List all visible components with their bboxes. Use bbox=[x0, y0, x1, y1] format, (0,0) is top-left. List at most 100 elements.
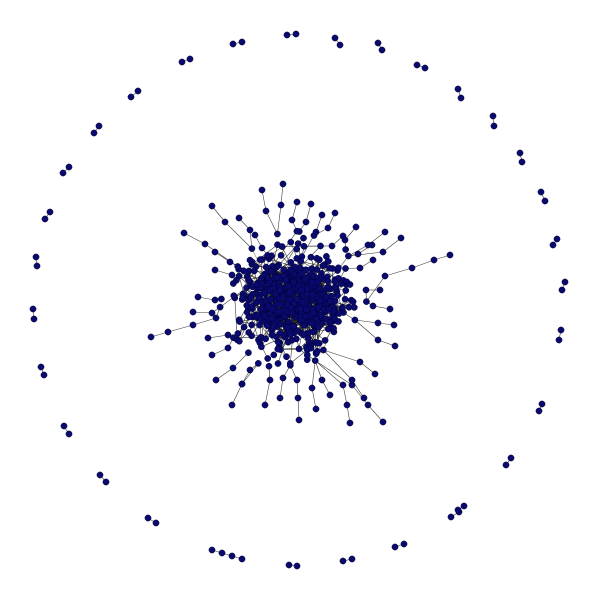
cluster-node bbox=[270, 322, 277, 330]
cluster-node bbox=[279, 272, 287, 279]
isolated-node bbox=[489, 112, 497, 120]
pendant-node bbox=[302, 218, 310, 226]
pendant-node bbox=[386, 305, 394, 313]
cluster-node bbox=[264, 252, 271, 259]
cluster-node bbox=[320, 346, 327, 354]
cluster-node bbox=[350, 304, 358, 311]
cluster-node bbox=[284, 324, 292, 331]
cluster-node bbox=[349, 298, 357, 306]
pendant-node bbox=[189, 308, 197, 316]
pendant-node bbox=[229, 364, 237, 372]
pendant-node bbox=[339, 381, 347, 389]
pendant-node bbox=[224, 344, 232, 352]
cluster-node bbox=[307, 344, 315, 352]
pendant-node bbox=[246, 226, 254, 234]
pendant-node bbox=[360, 394, 368, 402]
cluster-node bbox=[290, 322, 298, 330]
cluster-node bbox=[247, 294, 255, 302]
isolated-node bbox=[65, 430, 73, 438]
cluster-node bbox=[342, 265, 349, 272]
pendant-node bbox=[224, 331, 232, 339]
cluster-node bbox=[309, 309, 317, 317]
cluster-node bbox=[280, 266, 288, 274]
isolated-node bbox=[238, 38, 246, 46]
cluster-node bbox=[287, 304, 295, 312]
cluster-node bbox=[338, 304, 346, 311]
graph-edge bbox=[241, 363, 259, 385]
cluster-node bbox=[309, 279, 316, 286]
pendant-node bbox=[221, 218, 229, 226]
cluster-node bbox=[293, 296, 301, 303]
cluster-node bbox=[313, 254, 321, 262]
graph-edge bbox=[215, 367, 234, 381]
isolated-node bbox=[421, 64, 429, 72]
isolated-node bbox=[537, 188, 545, 196]
isolated-node bbox=[518, 158, 526, 166]
isolated-node bbox=[95, 122, 103, 130]
isolated-node bbox=[228, 552, 236, 560]
isolated-node bbox=[238, 555, 246, 563]
isolated-node bbox=[152, 519, 160, 527]
isolated-node bbox=[65, 163, 73, 171]
isolated-node bbox=[229, 40, 237, 48]
cluster-node bbox=[264, 274, 272, 281]
graph-edge bbox=[301, 235, 315, 257]
pendant-node bbox=[294, 394, 302, 402]
pendant-node bbox=[228, 271, 236, 279]
cluster-node bbox=[287, 259, 295, 266]
pendant-node bbox=[362, 286, 370, 294]
isolated-node bbox=[557, 326, 565, 334]
isolated-node bbox=[378, 46, 386, 54]
cluster-node bbox=[257, 305, 265, 313]
isolated-node bbox=[292, 30, 300, 38]
cluster-node bbox=[313, 266, 321, 273]
cluster-node bbox=[286, 288, 294, 296]
isolated-node bbox=[134, 87, 142, 95]
cluster-node bbox=[331, 315, 338, 322]
isolated-node bbox=[29, 305, 37, 313]
pendant-node bbox=[312, 405, 320, 413]
pendant-node bbox=[354, 250, 362, 258]
isolated-node bbox=[336, 41, 344, 49]
cluster-node bbox=[317, 297, 325, 305]
pendant-node bbox=[339, 232, 347, 240]
pendant-node bbox=[246, 366, 254, 374]
cluster-node bbox=[216, 303, 224, 311]
cluster-node bbox=[268, 305, 276, 313]
cluster-node bbox=[317, 242, 324, 250]
cluster-node bbox=[324, 283, 332, 291]
graph-edge bbox=[354, 319, 379, 341]
cluster-node bbox=[316, 284, 324, 292]
pendant-node bbox=[348, 376, 356, 384]
pendant-node bbox=[408, 264, 416, 272]
isolated-node bbox=[283, 31, 291, 39]
isolated-node bbox=[555, 336, 563, 344]
graph-edge bbox=[348, 244, 369, 257]
pendant-node bbox=[279, 180, 287, 188]
graph-edge bbox=[297, 397, 300, 421]
cluster-node bbox=[346, 281, 354, 288]
cluster-node bbox=[284, 338, 292, 346]
cluster-node bbox=[258, 343, 265, 351]
cluster-node bbox=[298, 270, 306, 277]
graph-edge bbox=[265, 210, 278, 235]
cluster-node bbox=[331, 277, 339, 285]
isolated-node bbox=[535, 407, 543, 415]
pendant-node bbox=[368, 241, 376, 249]
cluster-node bbox=[301, 275, 309, 283]
isolated-node bbox=[90, 129, 98, 137]
pendant-node bbox=[235, 214, 243, 222]
graph-edge bbox=[167, 324, 194, 333]
pendant-node bbox=[397, 234, 405, 242]
isolated-node bbox=[490, 122, 498, 130]
isolated-node bbox=[538, 400, 546, 408]
pendant-node bbox=[326, 391, 334, 399]
pendant-node bbox=[331, 209, 339, 217]
graph-edge bbox=[277, 204, 282, 235]
graph-edge bbox=[232, 352, 249, 369]
cluster-node bbox=[297, 257, 305, 265]
pendant-node bbox=[208, 202, 216, 210]
cluster-node bbox=[243, 302, 251, 309]
cluster-node bbox=[325, 306, 332, 313]
